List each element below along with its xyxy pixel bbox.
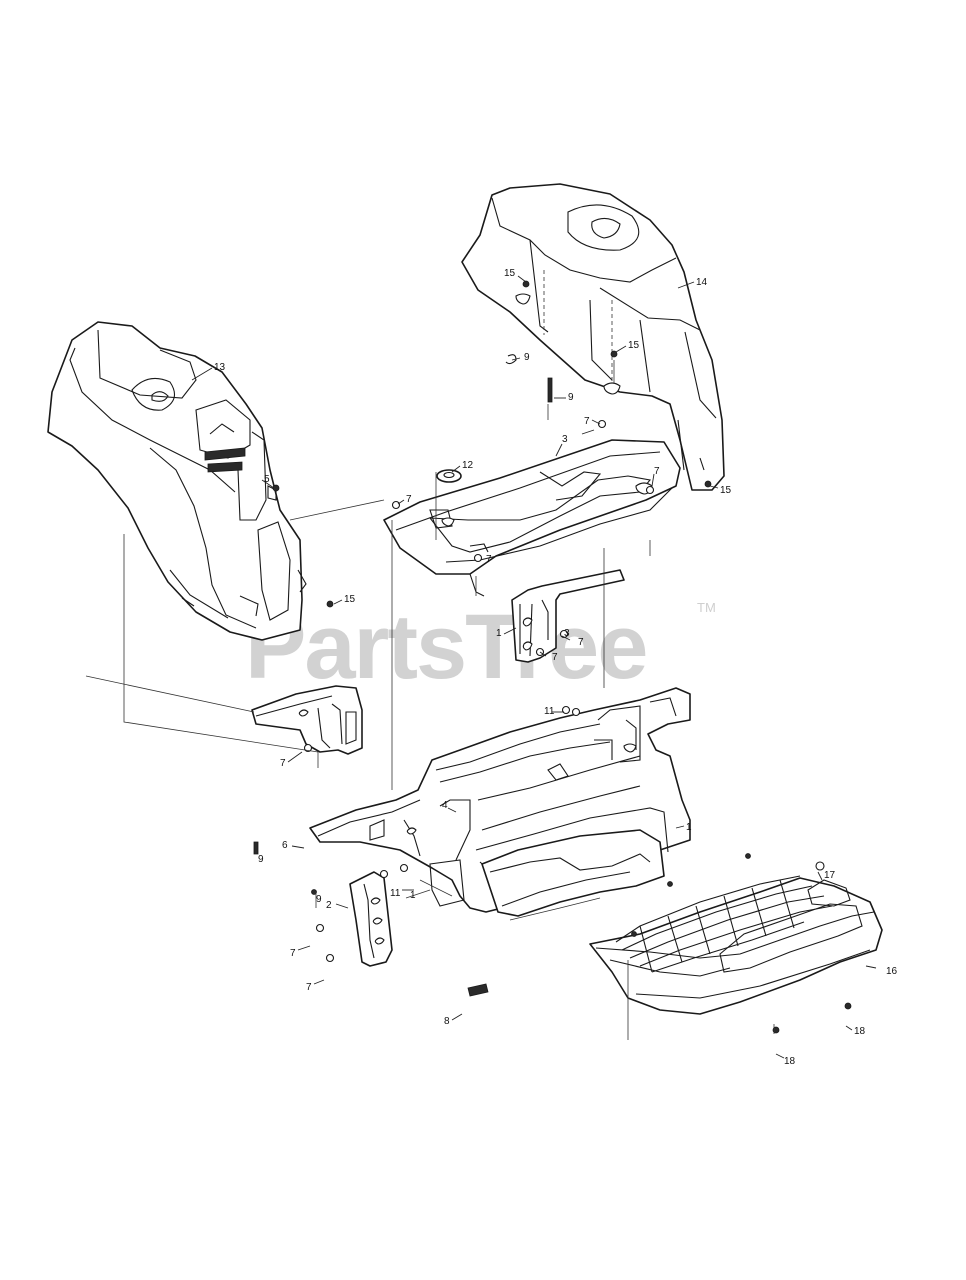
- part-2-side-plate[interactable]: [349, 871, 393, 967]
- nut-icon[interactable]: [561, 705, 571, 715]
- callout-18: 18: [854, 1026, 866, 1037]
- nut-icon[interactable]: [325, 953, 335, 963]
- part-14-rear-fender[interactable]: [461, 183, 725, 491]
- bolt-icon[interactable]: [326, 600, 334, 608]
- callout-7: 7: [290, 948, 296, 959]
- bolt-icon[interactable]: [253, 841, 259, 855]
- nut-icon[interactable]: [815, 861, 825, 871]
- part-step-plate[interactable]: [481, 829, 665, 917]
- nut-icon[interactable]: [645, 485, 655, 495]
- callout-3: 3: [562, 434, 568, 445]
- callout-9: 9: [258, 854, 264, 865]
- callout-7: 7: [280, 758, 286, 769]
- leader-lines: [191, 275, 877, 1059]
- bolt-icon[interactable]: [772, 1026, 780, 1034]
- callout-7: 7: [584, 416, 590, 427]
- callout-15: 15: [720, 485, 732, 496]
- callout-15: 15: [628, 340, 640, 351]
- bolt-icon[interactable]: [844, 1002, 852, 1010]
- callout-2: 2: [326, 900, 332, 911]
- watermark-text: PartsTree: [245, 596, 646, 698]
- callout-7: 7: [654, 466, 660, 477]
- bolt-icon[interactable]: [272, 484, 280, 492]
- bolt-icon[interactable]: [704, 480, 712, 488]
- callout-11: 11: [544, 706, 555, 717]
- bolt-icon[interactable]: [745, 853, 751, 859]
- callout-8: 8: [444, 1016, 450, 1027]
- nut-icon[interactable]: [303, 743, 313, 753]
- bolt-icon[interactable]: [522, 280, 530, 288]
- callout-9: 9: [316, 894, 322, 905]
- bolt-icon[interactable]: [631, 931, 637, 937]
- clip-icon[interactable]: [505, 354, 517, 365]
- watermark: PartsTree TM: [245, 596, 716, 698]
- callout-1: 1: [410, 890, 416, 901]
- callout-17: 17: [824, 870, 836, 881]
- bolt-icon[interactable]: [610, 350, 618, 358]
- part-16-footrest[interactable]: [589, 875, 883, 1015]
- callout-7: 7: [306, 982, 312, 993]
- callout-1: 1: [686, 822, 692, 833]
- callout-4: 4: [442, 800, 448, 811]
- callout-7: 7: [552, 652, 558, 663]
- nut-icon[interactable]: [571, 707, 581, 717]
- callout-9: 9: [568, 392, 574, 403]
- callout-5: 5: [264, 474, 270, 485]
- watermark-trademark: TM: [697, 600, 716, 615]
- part-3-seat-plate[interactable]: [383, 439, 681, 597]
- part-12-bumper[interactable]: [436, 469, 462, 483]
- tread-pattern: [615, 875, 833, 973]
- nut-icon[interactable]: [379, 869, 389, 879]
- callout-15: 15: [504, 268, 516, 279]
- nut-icon[interactable]: [315, 923, 325, 933]
- part-1-left-bracket[interactable]: [251, 685, 363, 755]
- callout-18: 18: [784, 1056, 796, 1067]
- nut-icon[interactable]: [399, 863, 409, 873]
- part-1-seat-bracket[interactable]: [511, 569, 625, 663]
- callout-3: 3: [564, 628, 570, 639]
- nut-icon[interactable]: [391, 500, 401, 510]
- callout-1: 1: [496, 628, 502, 639]
- callout-16: 16: [886, 966, 898, 977]
- part-13-left-fender[interactable]: [47, 321, 307, 641]
- nut-icon[interactable]: [473, 553, 483, 563]
- callout-7: 7: [578, 637, 584, 648]
- nut-icon[interactable]: [597, 419, 607, 429]
- callout-labels: 13 14 15 15 15 15 9 9 7 3 12 7 7 7 5 1 3…: [214, 268, 898, 1067]
- callout-7: 7: [486, 554, 492, 565]
- callout-9: 9: [524, 352, 530, 363]
- bolt-icon[interactable]: [467, 983, 489, 997]
- callout-11: 11: [390, 888, 401, 899]
- callout-12: 12: [462, 460, 474, 471]
- bolt-icon[interactable]: [311, 889, 317, 895]
- callout-13: 13: [214, 362, 226, 373]
- callout-7: 7: [406, 494, 412, 505]
- callout-15: 15: [344, 594, 356, 605]
- bolt-icon[interactable]: [547, 377, 553, 403]
- fasteners: [253, 280, 852, 1034]
- alignment-lines: [85, 360, 775, 1040]
- callout-14: 14: [696, 277, 708, 288]
- bolt-icon[interactable]: [667, 881, 673, 887]
- callout-6: 6: [282, 840, 288, 851]
